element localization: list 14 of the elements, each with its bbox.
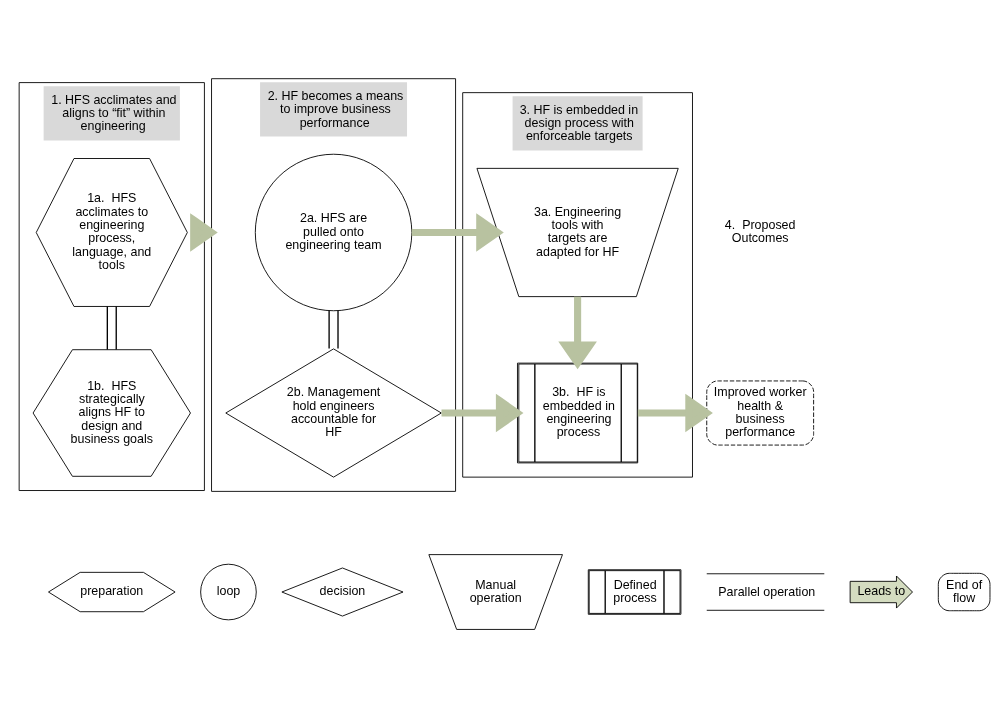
arrow — [558, 296, 597, 370]
arrow — [411, 213, 504, 252]
node-text: Parallel operation — [718, 584, 816, 599]
node-circle: 2a. HFS are pulled onto engineering team — [254, 153, 413, 312]
node-circle: loop — [200, 563, 257, 621]
arrow — [190, 213, 218, 252]
node-diamond: decision — [281, 567, 404, 617]
connector — [328, 310, 339, 350]
node-diamond: 2b. Management hold engineers accountable for HF — [225, 348, 442, 478]
node-box: Improved worker health & business performance — [706, 380, 815, 446]
arrow — [637, 393, 713, 433]
node-box: End of flow — [937, 572, 991, 612]
label: 4. Proposed Outcomes — [724, 218, 796, 246]
connector — [106, 305, 117, 351]
